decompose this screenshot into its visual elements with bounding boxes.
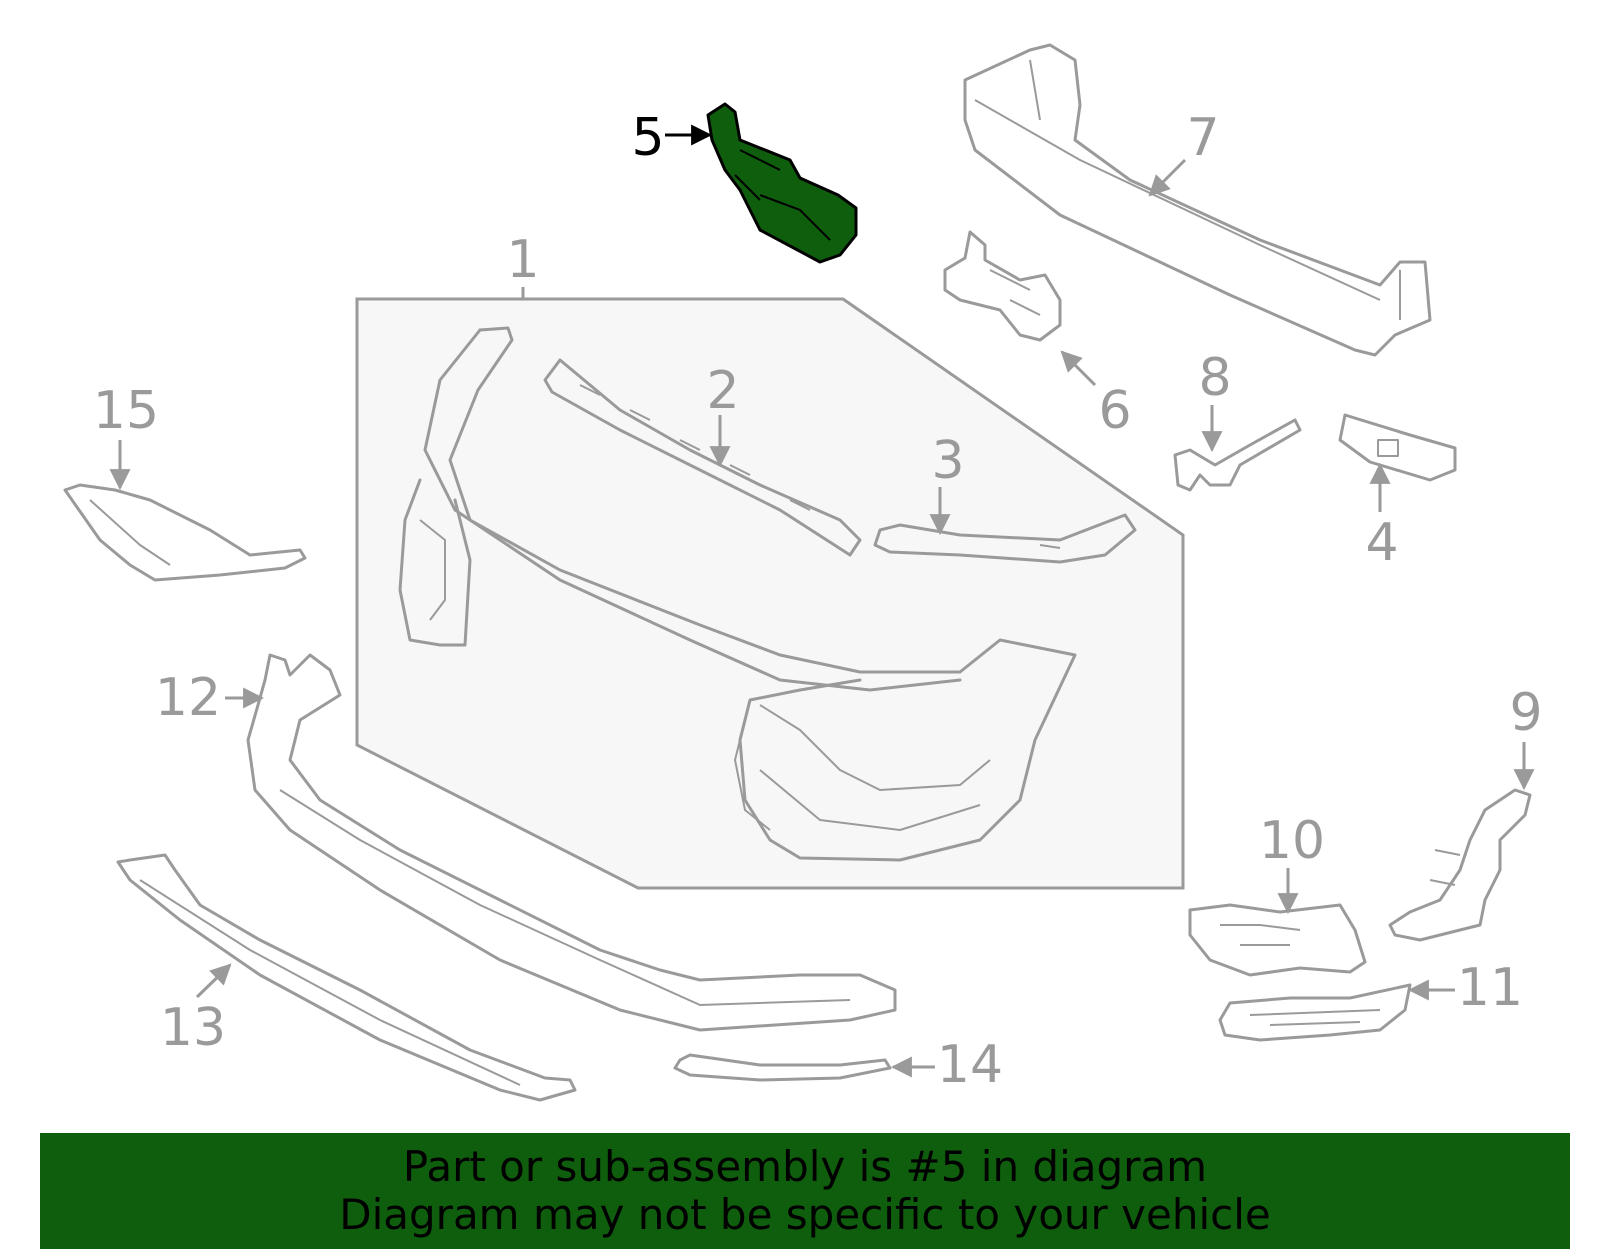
- part-14-strip[interactable]: [673, 1053, 892, 1082]
- part-4-bracket[interactable]: [1338, 413, 1457, 482]
- callout-8: 8: [1198, 348, 1231, 408]
- part-8-clip-bracket[interactable]: [1173, 418, 1302, 492]
- info-banner: Part or sub-assembly is #5 in diagram Di…: [40, 1133, 1570, 1249]
- callout-2: 2: [706, 361, 739, 421]
- part-5-bracket-highlighted[interactable]: [706, 102, 858, 264]
- part-9-side-bracket[interactable]: [1388, 788, 1532, 942]
- banner-line-1: Part or sub-assembly is #5 in diagram: [402, 1142, 1208, 1191]
- assembly-box: [355, 297, 1185, 890]
- callout-13-arrow: [195, 963, 232, 999]
- banner-line-2: Diagram may not be specific to your vehi…: [339, 1190, 1271, 1239]
- callout-3: 3: [931, 431, 964, 491]
- callout-10: 10: [1259, 811, 1325, 871]
- part-1-bumper-cover[interactable]: [398, 326, 1077, 862]
- callout-12: 12: [155, 668, 221, 728]
- part-15-side-trim[interactable]: [63, 483, 307, 582]
- callout-15: 15: [93, 381, 159, 441]
- part-7-reinforcement-bar[interactable]: [963, 43, 1432, 357]
- callout-6: 6: [1098, 381, 1131, 441]
- callout-5: 5: [631, 108, 664, 168]
- callout-14: 14: [937, 1035, 1003, 1095]
- callout-7-arrow: [1148, 158, 1187, 197]
- callout-1: 1: [506, 230, 539, 290]
- part-13-lower-skid[interactable]: [116, 853, 577, 1102]
- part-10-grille-insert[interactable]: [1188, 903, 1367, 977]
- part-6-bracket[interactable]: [943, 230, 1062, 342]
- callout-6-arrow: [1060, 350, 1097, 387]
- part-11-lower-grille[interactable]: [1218, 983, 1412, 1042]
- callout-9: 9: [1509, 683, 1542, 743]
- callout-13: 13: [160, 998, 226, 1058]
- callout-11: 11: [1457, 958, 1523, 1018]
- callout-7: 7: [1186, 108, 1219, 168]
- callout-4: 4: [1365, 513, 1398, 573]
- part-2-upper-bracket[interactable]: [543, 358, 862, 557]
- part-12-lower-support[interactable]: [246, 653, 897, 1032]
